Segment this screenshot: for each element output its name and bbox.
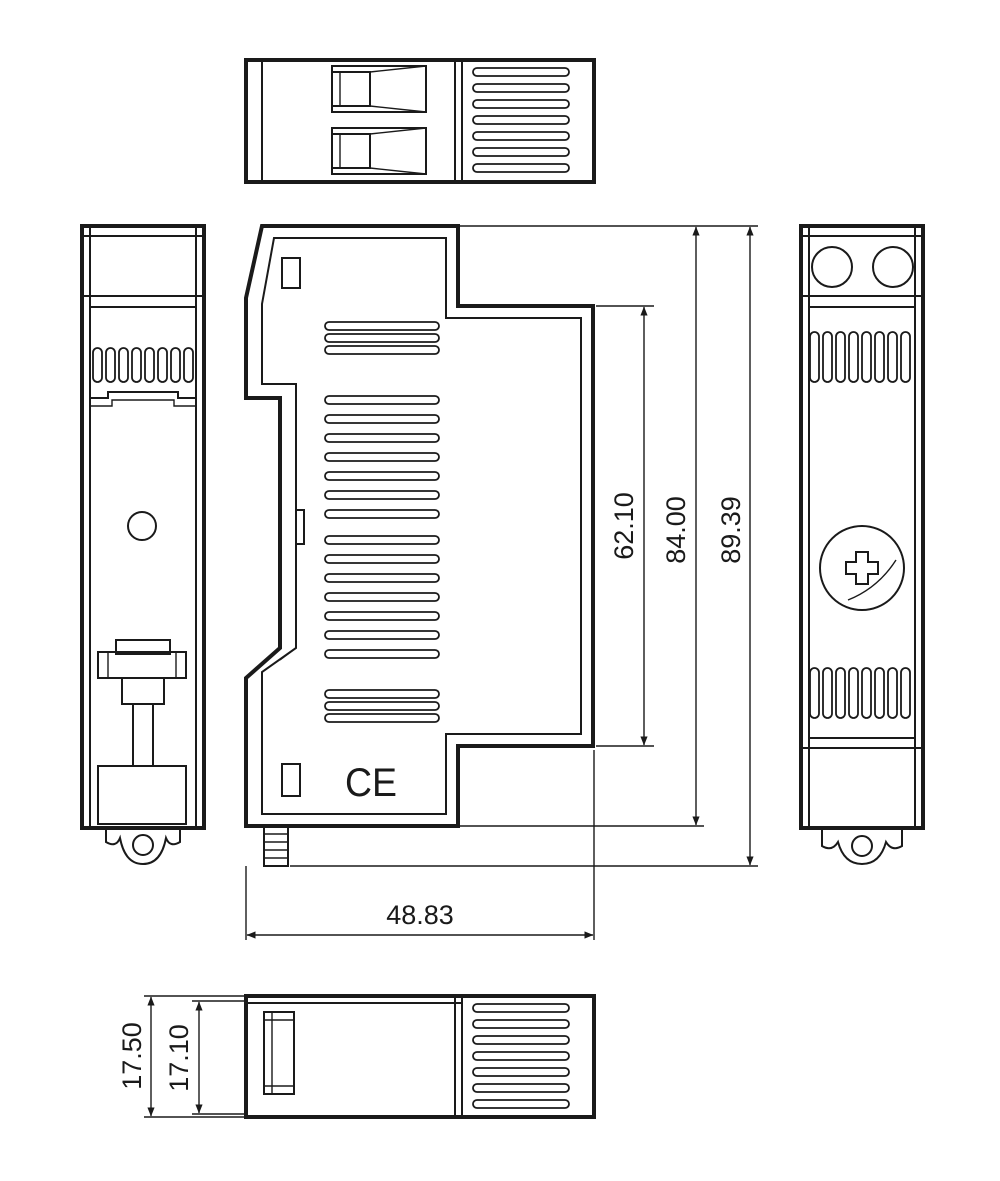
vent-slot [809,331,820,383]
vent-slot [472,83,570,93]
dimension-label-84-00: 84.00 [661,496,691,564]
led-indicator-icon [127,511,157,541]
vent-slot [324,701,440,711]
vent-slot [809,667,820,719]
vent-slot [105,347,116,383]
vent-slot [118,347,129,383]
dimension-lines: 62.10 84.00 89.39 48.83 17.50 17.10 [117,225,758,1118]
vent-slot [835,667,846,719]
vent-slot [324,321,440,331]
vent-slot [324,509,440,519]
vent-slot [131,347,142,383]
vent-slot [472,1067,570,1077]
vent-slot [324,573,440,583]
vent-slot [472,163,570,173]
vent-slot [324,535,440,545]
front-vent-slots [324,321,440,723]
vent-slot [92,347,103,383]
dimension-label-89-39: 89.39 [716,496,746,564]
din-clip-foot [821,828,903,866]
vent-slot [324,452,440,462]
top-vent-slots [472,67,570,173]
din-clip-end [263,1011,295,1095]
vent-slot [170,347,181,383]
bottom-view [244,994,596,1119]
vent-slot [472,115,570,125]
vent-slot [472,1051,570,1061]
vent-slot [861,331,872,383]
top-view [244,58,596,184]
vent-slot [183,347,194,383]
vent-slot [144,347,155,383]
front-view: CE [244,224,595,867]
ce-mark: CE [345,761,397,805]
dimension-label-48-83: 48.83 [386,900,454,930]
vent-slot [900,667,911,719]
dimension-label-62-10: 62.10 [609,492,639,560]
vent-slot [874,667,885,719]
vent-slot [472,1003,570,1013]
right-vent-slots-top [809,331,911,383]
vent-slot [324,333,440,343]
vent-slot [472,67,570,77]
vent-slot [887,667,898,719]
vent-slot [324,471,440,481]
terminal-lower [331,127,427,175]
vent-slot [472,131,570,141]
vent-slot [472,1099,570,1109]
vent-slot [887,331,898,383]
bottom-vent-slots [472,1003,570,1109]
left-vent-slots [92,347,194,383]
dimension-label-17-50: 17.50 [117,1022,147,1090]
vent-slot [861,667,872,719]
vent-slot [324,395,440,405]
terminal-upper [331,65,427,113]
right-side-view [799,224,925,866]
vent-slot [848,331,859,383]
vent-slot [822,667,833,719]
terminal-hole-left-icon [811,246,853,288]
vent-slot [324,689,440,699]
clip-window-top [281,257,301,289]
vent-slot [324,592,440,602]
vent-slot [324,630,440,640]
vent-slot [835,331,846,383]
dimension-label-17-10: 17.10 [164,1024,194,1092]
clip-window-bottom [281,763,301,797]
vent-slot [324,713,440,723]
vent-slot [822,331,833,383]
vent-slot [472,1083,570,1093]
din-clip-mechanism [97,639,187,866]
vent-slot [472,99,570,109]
vent-slot [472,1035,570,1045]
vent-slot [848,667,859,719]
vent-slot [324,611,440,621]
vent-slot [900,331,911,383]
vent-slot [324,649,440,659]
vent-slot [324,345,440,355]
vent-slot [324,554,440,564]
right-vent-slots-bottom [809,667,911,719]
vent-slot [874,331,885,383]
din-rail-tab [263,825,289,867]
vent-slot [324,414,440,424]
terminal-hole-right-icon [872,246,914,288]
vent-slot [324,433,440,443]
vent-slot [472,147,570,157]
vent-slot [157,347,168,383]
vent-slot [472,1019,570,1029]
vent-slot [324,490,440,500]
left-side-view [80,224,206,866]
adjust-screw-icon [819,525,905,611]
